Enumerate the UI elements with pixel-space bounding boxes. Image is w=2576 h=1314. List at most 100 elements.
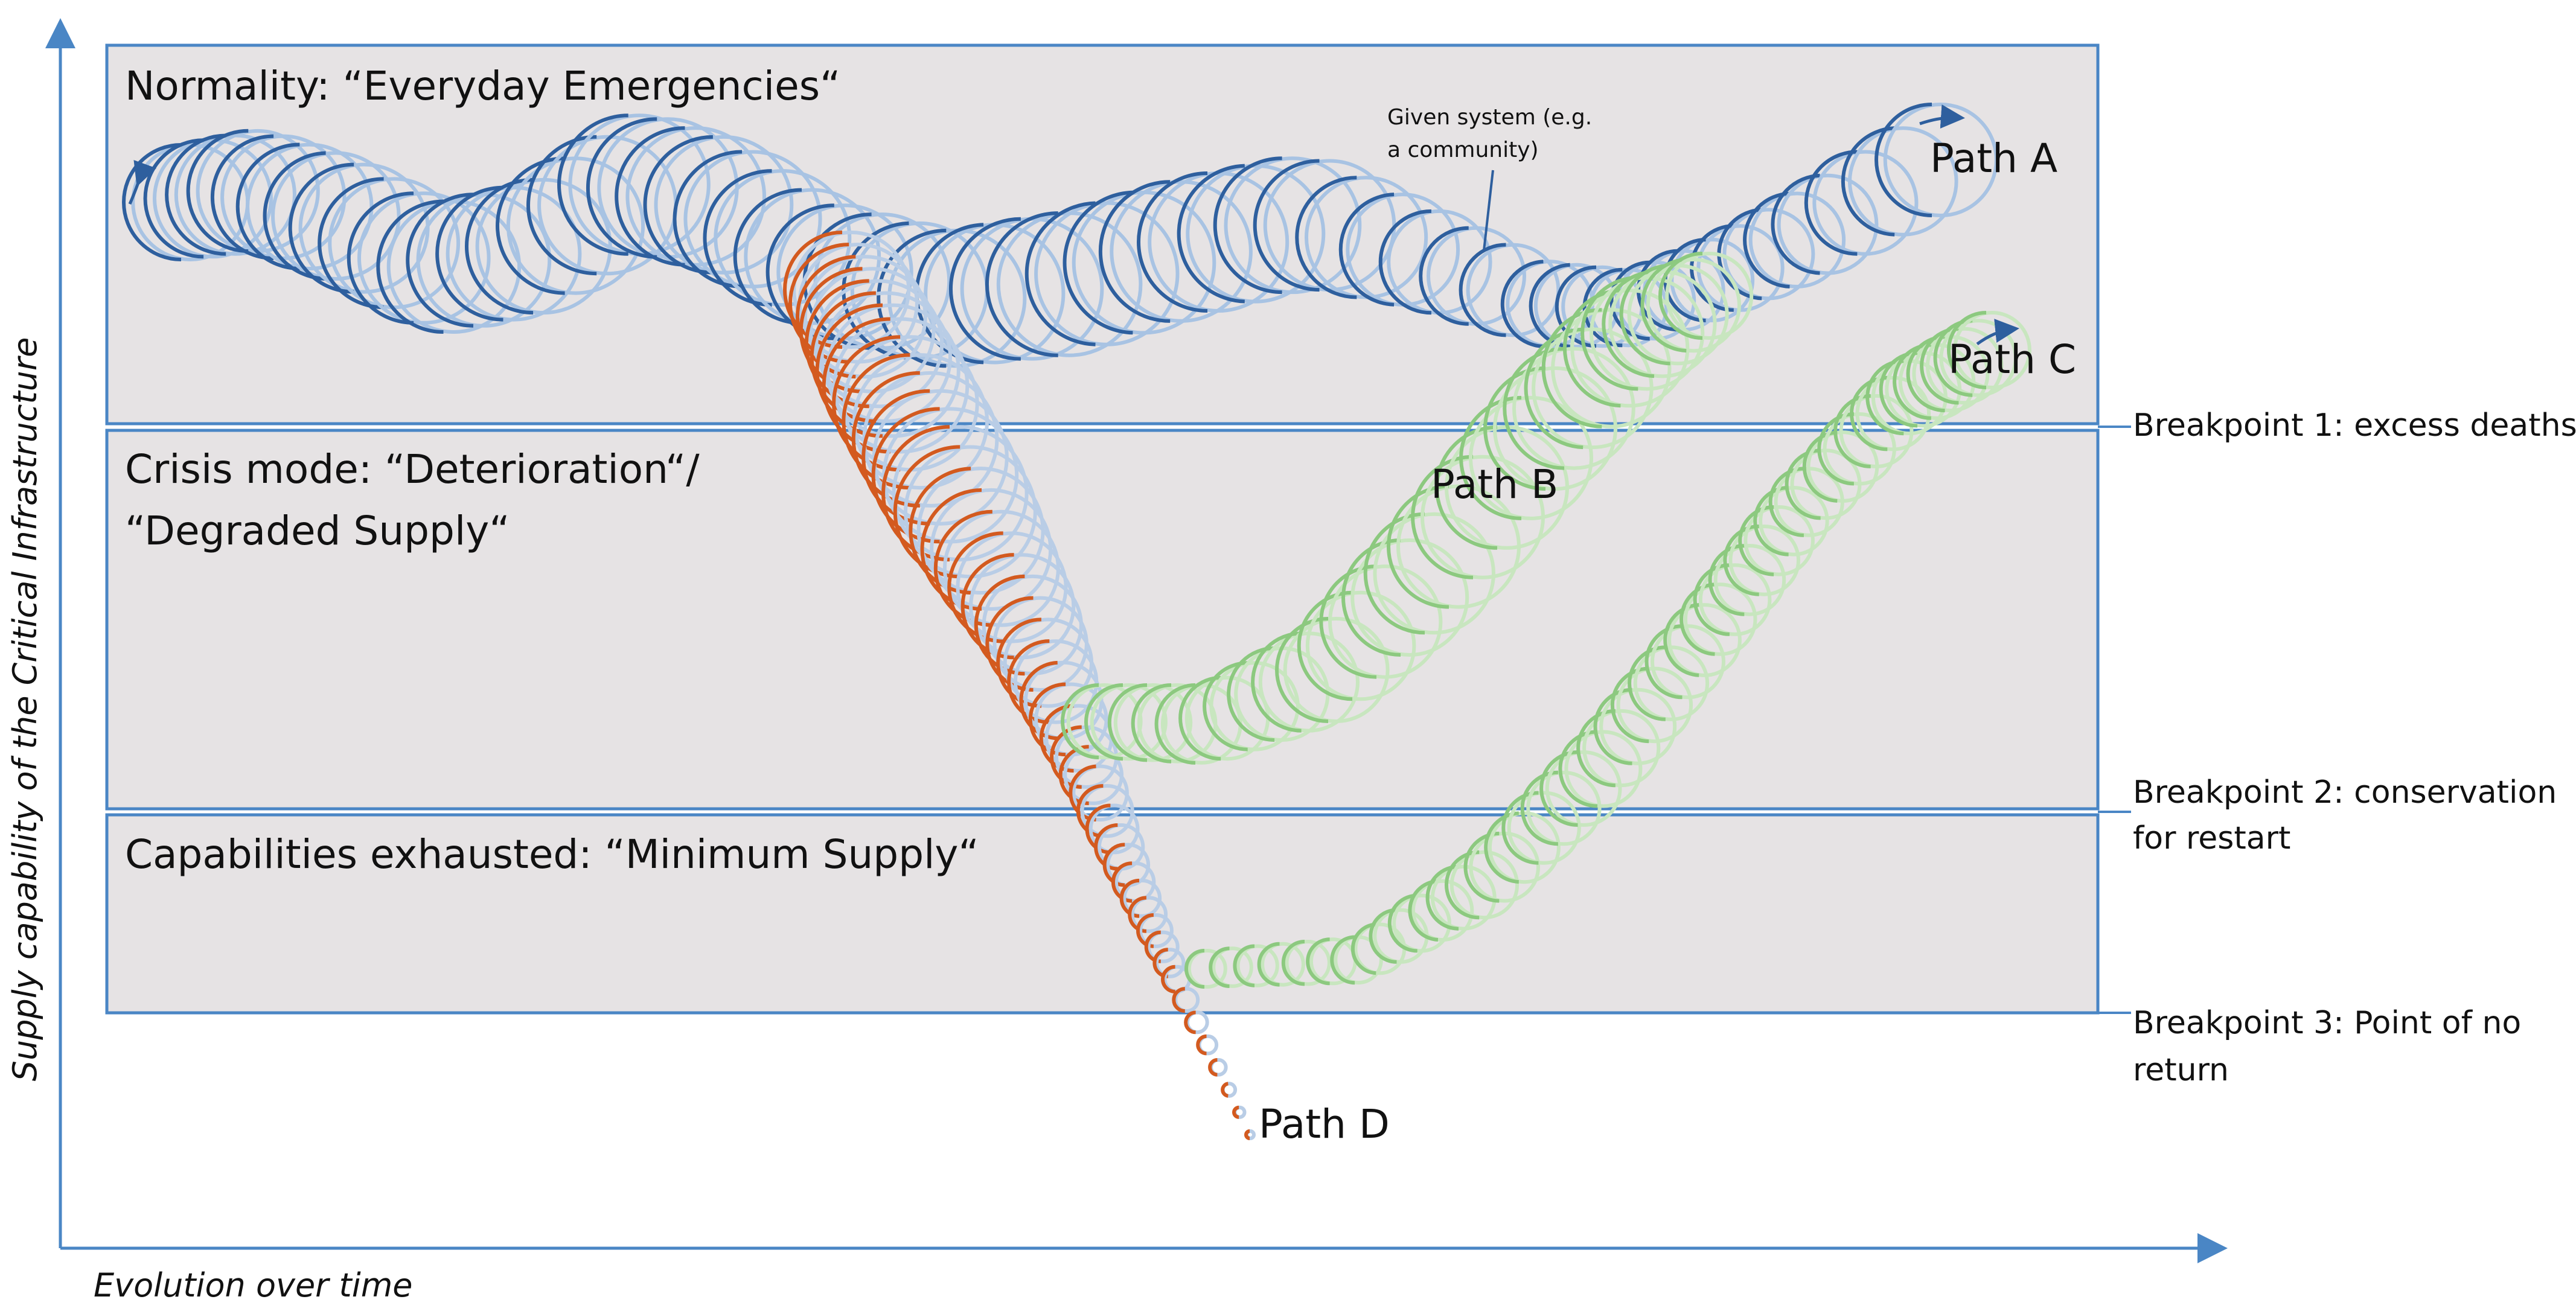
path-a-label: Path A (1930, 135, 2057, 182)
path-b-ring-front (1619, 264, 1670, 366)
path-a-ring-front (1253, 159, 1320, 292)
path-d-ring-front (1221, 1082, 1229, 1098)
path-c-ring-front (1387, 893, 1417, 953)
zone-title-crisis-line1: Crisis mode: “Deterioration“/ (125, 446, 700, 493)
path-b-ring-front (1411, 454, 1474, 579)
path-b-ring-back (1570, 289, 1690, 408)
path-d-ring-front (1244, 1129, 1250, 1140)
path-c-ring-front (1933, 319, 1973, 397)
path-a-ring-front (435, 185, 503, 322)
path-a-ring-front (1378, 209, 1431, 315)
path-a-ring-front (1529, 263, 1570, 349)
path-a-ring-back (271, 151, 401, 281)
x-axis-title: Evolution over time (94, 1266, 413, 1304)
path-a-ring-front (703, 169, 772, 307)
path-a-ring-front (615, 126, 685, 267)
path-d-ring-back (1130, 896, 1168, 933)
path-c-ring-front (1281, 940, 1305, 986)
path-c-ring-front (1408, 879, 1439, 942)
path-c-ring-back (1564, 730, 1643, 808)
callout-text-line2: a community) (1387, 138, 1539, 162)
callout-text-line1: Given system (e.g. (1387, 105, 1592, 130)
path-a-ring-front (143, 138, 204, 259)
path-c-ring-back (1599, 687, 1677, 765)
path-a-ring-front (1177, 164, 1245, 304)
path-d-ring-back (892, 425, 1029, 562)
path-c-ring-back (1952, 311, 2031, 389)
path-a-ring-front (1500, 260, 1544, 348)
path-b-ring-front (1061, 683, 1099, 759)
path-c-ring-back (1728, 525, 1800, 596)
path-a-ring-front (1874, 103, 1932, 217)
path-c-ring-front (1680, 582, 1715, 656)
path-c-ring-front (1233, 944, 1255, 987)
path-b-trajectory (1061, 252, 1754, 765)
path-a-ring-front (347, 191, 414, 325)
path-c-ring-front (1350, 922, 1376, 975)
path-d-ring-back (1080, 784, 1134, 838)
path-b-ring-front (1640, 258, 1687, 353)
path-d-ring-front (1069, 764, 1096, 822)
path-b-ring-front (1084, 683, 1123, 761)
path-c-ring-back (1939, 319, 2018, 397)
path-a-ring-front (1213, 156, 1282, 295)
path-c-ring-front (1184, 949, 1205, 989)
path-a-ring-front (1841, 126, 1895, 237)
path-b-ring-front (1319, 564, 1377, 679)
path-a-ring-front (288, 162, 354, 294)
path-b-ring-front (1658, 252, 1703, 340)
path-a-ring-front (122, 143, 182, 261)
path-a-ring-front (586, 117, 657, 259)
path-c-ring-front (1893, 343, 1931, 420)
path-c-trajectory (1184, 311, 2031, 989)
path-a-ring-front (210, 134, 274, 260)
path-c-ring-back (1526, 770, 1602, 846)
path-c-ring-front (1209, 946, 1230, 988)
path-c-ring-front (1257, 942, 1280, 987)
path-a-ring-front (263, 151, 326, 281)
path-b-ring-front (1154, 683, 1196, 765)
path-c-ring-back (1925, 327, 2004, 405)
path-d-ring-back (1154, 948, 1186, 978)
path-c-ring-front (1723, 525, 1759, 596)
path-a-ring-front (1295, 176, 1357, 299)
path-d-ring-front (1172, 987, 1186, 1013)
zone-title-normality: Normality: “Everyday Emergencies“ (125, 63, 840, 109)
path-b-ring-front (1203, 661, 1248, 751)
path-d-ring-back (803, 255, 927, 379)
path-b-ring-front (1602, 270, 1655, 378)
path-a-ring-back (1777, 173, 1879, 275)
breakpoint-3-label-line2: return (2133, 1052, 2229, 1088)
path-a-ring-front (526, 135, 597, 276)
path-d-ring-back (1139, 913, 1174, 948)
path-b-label: Path B (1431, 461, 1558, 508)
path-c-ring-back (1261, 942, 1305, 987)
path-a-ring-front (496, 156, 565, 295)
path-a-ring-front (1771, 173, 1820, 275)
path-b-ring-front (1251, 631, 1302, 733)
path-a-ring-front (557, 113, 628, 256)
path-c-ring-front (1947, 311, 1987, 389)
path-a-ring-front (643, 135, 713, 275)
path-c-ring-front (1463, 831, 1500, 903)
path-c-ring-back (1392, 893, 1451, 953)
path-d-trajectory (783, 231, 1256, 1140)
path-d-ring-front (804, 279, 869, 409)
path-b-ring-front (1131, 683, 1172, 764)
path-a-start-arrow (128, 159, 157, 205)
path-c-ring-back (1651, 624, 1725, 700)
path-c-ring-front (1369, 908, 1397, 964)
path-b-ring-back (1305, 590, 1416, 701)
path-b-ring-back (1328, 564, 1443, 679)
path-b-ring-front (1363, 512, 1425, 635)
path-c-ring-front (1708, 544, 1745, 616)
path-b-ring-back (1665, 252, 1754, 340)
path-c-ring-back (1187, 949, 1227, 989)
path-b-ring-back (1493, 366, 1617, 491)
path-a-ring-back (1186, 164, 1326, 304)
path-b-ring-back (1283, 617, 1390, 723)
path-b-ring-front (1580, 276, 1638, 391)
breakpoint-3-label-line1: Breakpoint 3: Point of no (2133, 1005, 2521, 1041)
path-a-ring-back (1883, 103, 1998, 217)
